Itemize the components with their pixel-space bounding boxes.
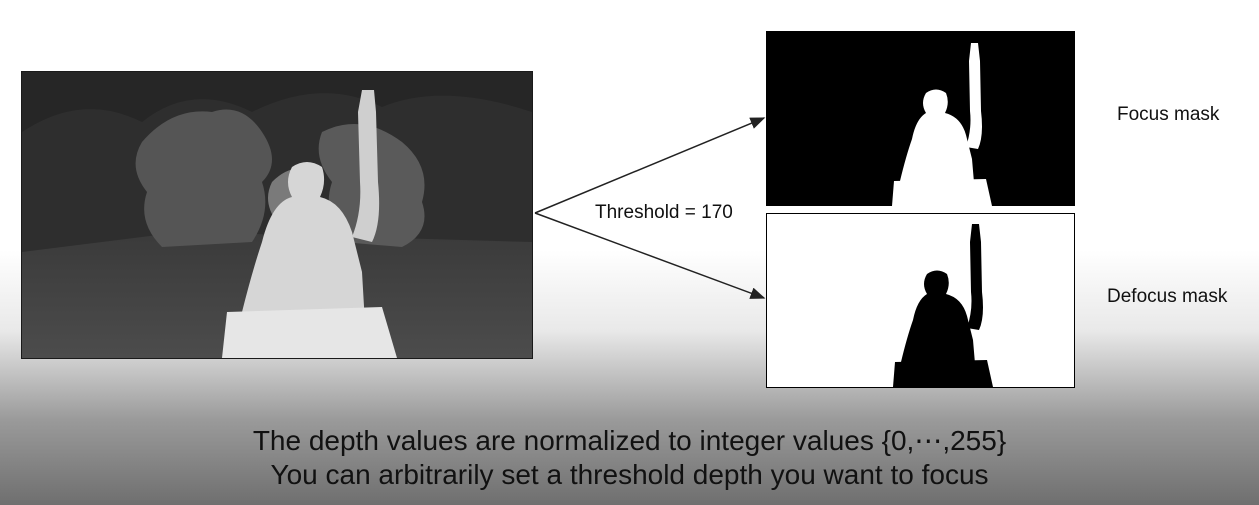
defocus-mask-graphic	[767, 214, 1074, 387]
arrow-to-focus-mask	[534, 117, 766, 214]
caption-line-1: The depth values are normalized to integ…	[252, 425, 1007, 456]
depth-map-image	[21, 71, 533, 359]
arrow-to-defocus-mask	[534, 212, 766, 299]
defocus-mask-label: Defocus mask	[1107, 286, 1228, 307]
focus-mask-image	[766, 31, 1075, 206]
focus-mask-label: Focus mask	[1117, 104, 1220, 125]
threshold-label: Threshold = 170	[595, 202, 733, 223]
caption: The depth values are normalized to integ…	[0, 424, 1259, 492]
caption-line-2: You can arbitrarily set a threshold dept…	[270, 459, 989, 490]
depth-map-graphic	[22, 72, 532, 358]
defocus-mask-image	[766, 213, 1075, 388]
focus-mask-graphic	[766, 31, 1075, 206]
